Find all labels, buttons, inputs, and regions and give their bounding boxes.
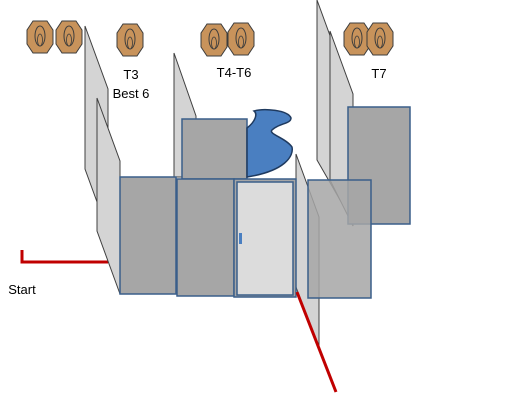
- panel-front-right: [307, 179, 372, 299]
- start-line: [20, 250, 108, 264]
- steel-target-icon: [366, 22, 394, 56]
- label-t4t6: T4-T6: [217, 65, 252, 80]
- steel-target-icon: [227, 22, 255, 56]
- steel-target-icon: [116, 23, 144, 57]
- steel-target-icon: [26, 20, 54, 54]
- panel-back: [181, 118, 248, 180]
- label-t7: T7: [371, 66, 386, 81]
- door-handle: [239, 233, 242, 244]
- steel-target-icon: [55, 20, 83, 54]
- panel-front-1: [119, 176, 177, 295]
- steel-target-icon: [343, 22, 371, 56]
- label-t3: T3: [123, 67, 138, 82]
- fault-line: [295, 291, 338, 393]
- door: [236, 181, 294, 296]
- label-start: Start: [8, 282, 36, 297]
- label-best6: Best 6: [113, 86, 150, 101]
- panel-front-2: [176, 178, 235, 297]
- steel-target-icon: [200, 23, 228, 57]
- barrel-blob: [246, 108, 293, 178]
